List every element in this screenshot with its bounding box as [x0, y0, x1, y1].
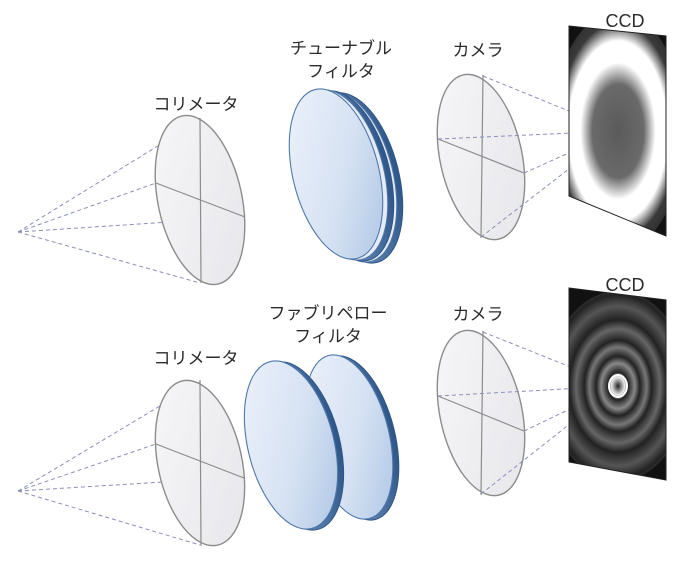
top-collimator-label: コリメータ	[153, 95, 239, 115]
top-filter-label-line1: チューナブル	[290, 39, 392, 59]
top-camera-lens	[436, 73, 526, 241]
bottom-ccd-sensor	[568, 287, 667, 481]
top-collimator-lens	[154, 114, 246, 286]
bottom-camera-lens	[436, 329, 526, 497]
bottom-camera-label: カメラ	[452, 305, 504, 325]
bottom-collimator-lens	[154, 379, 246, 547]
bottom-filter-label-line1: ファブリペロー	[268, 304, 388, 324]
bottom-row	[17, 287, 667, 547]
fabry-perot-filter	[243, 354, 400, 531]
tunable-filter	[288, 88, 404, 264]
top-camera-label: カメラ	[452, 41, 504, 61]
top-ccd-label: CCD	[605, 11, 645, 31]
bottom-collimator-label: コリメータ	[153, 349, 239, 369]
top-ccd-sensor	[568, 25, 667, 237]
bottom-ccd-label: CCD	[605, 275, 645, 295]
bottom-filter-label-line2: フィルタ	[294, 327, 362, 347]
top-row	[17, 25, 667, 286]
top-filter-label-line2: フィルタ	[307, 62, 375, 82]
